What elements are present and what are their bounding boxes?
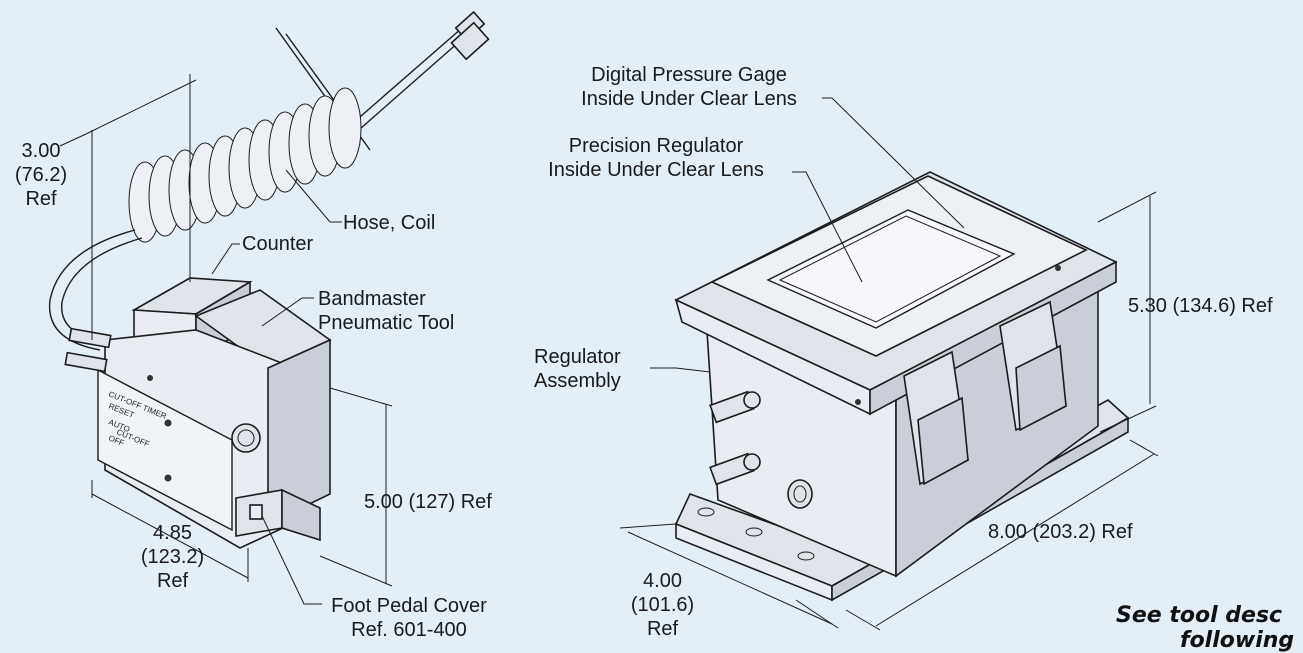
label-line: 3.00 [21,140,61,162]
label-line: Ref [646,618,679,640]
label-line: Pneumatic Tool [318,312,455,334]
dim-label-3-00: 3.00(76.2)Ref [2,139,80,211]
following-note: following [1180,628,1295,653]
see-tool-note: See tool desc [1116,603,1283,628]
dim-label-4-85: 4.85(123.2)Ref [125,521,220,593]
label-line: Inside Under Clear Lens [581,88,797,110]
hose-coil-label: Hose, Coil [343,212,436,234]
dim-label-8-00: 8.00 (203.2) Ref [988,521,1133,543]
left-dimension-lines [59,74,393,605]
bandmaster-tool-body [64,277,332,549]
label-line: Inside Under Clear Lens [548,159,764,181]
label-line: Ref. 601-400 [351,619,467,641]
label-line: Bandmaster [318,288,426,310]
label-line: (101.6) [630,594,695,616]
label-line: (123.2) [140,546,205,568]
label-line: Regulator [534,346,621,368]
dim-label-5-00: 5.00 (127) Ref [364,491,492,513]
counter-label: Counter [242,233,314,255]
label-line: 4.00 [643,570,682,592]
regulator-assembly [674,171,1130,602]
label-line: Precision Regulator [568,135,744,157]
dim-label-5-30: 5.30 (134.6) Ref [1128,295,1273,317]
label-line: Assembly [534,370,621,392]
label-line: Digital Pressure Gage [591,64,787,86]
right-dimension-lines [619,97,1159,631]
label-line: Ref [25,188,57,210]
dim-label-4-00: 4.00(101.6)Ref [615,569,710,641]
label-line: Ref [156,570,189,592]
hose-coil [48,10,490,351]
label-line: Foot Pedal Cover [331,595,487,617]
label-line: (76.2) [14,164,68,186]
label-line: 4.85 [153,522,192,544]
